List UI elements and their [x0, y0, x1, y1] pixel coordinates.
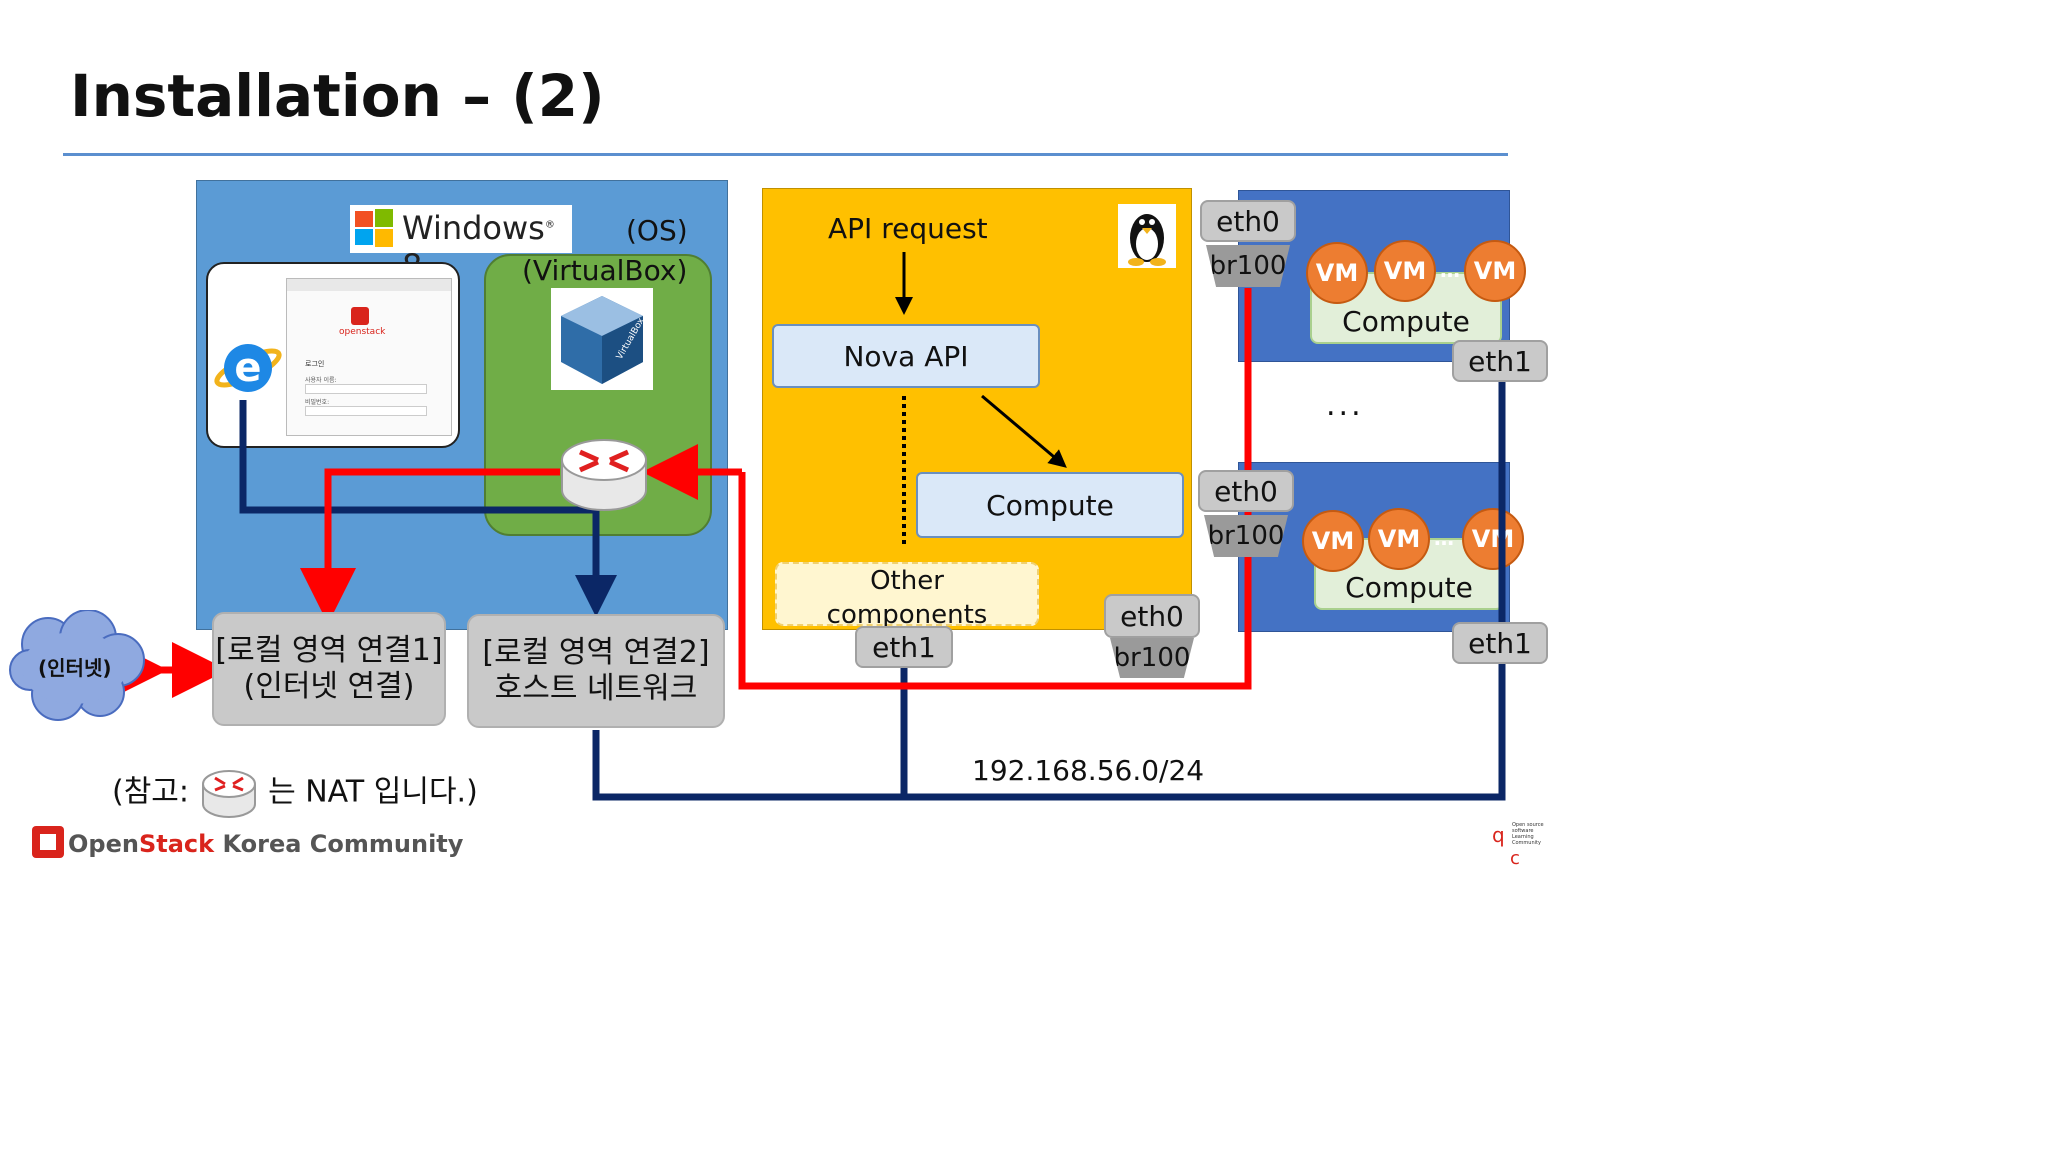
svg-text:c: c: [1510, 848, 1520, 868]
local-connection-1: [로컬 영역 연결1] (인터넷 연결): [212, 612, 446, 726]
linux-tux-icon: [1118, 204, 1176, 268]
local-connection-2: [로컬 영역 연결2] 호스트 네트워크: [467, 614, 725, 728]
subnet-label: 192.168.56.0/24: [972, 754, 1205, 787]
windows-logo: Windows® 8: [350, 205, 572, 285]
vm-circle: VM: [1374, 240, 1436, 302]
footer-community: Korea Community: [214, 830, 464, 858]
vm-circle: VM: [1306, 242, 1368, 304]
internet-cloud-icon: [9, 610, 145, 721]
network-lines: [112, 252, 1506, 801]
internet-explorer-icon: e: [214, 344, 282, 392]
slide-title: Installation – (2): [70, 62, 605, 130]
olc-logo-icon: q c: [1492, 823, 1520, 868]
more-nodes-ellipsis: ...: [1326, 388, 1364, 423]
openstack-logo-icon: [32, 826, 64, 858]
conn1-title: [로컬 영역 연결1]: [215, 633, 443, 668]
olc-logo-text: Open source software Learning Community: [1512, 822, 1544, 846]
controller-eth0: eth0: [1104, 594, 1200, 638]
nat-router-icon: [561, 439, 647, 511]
controller-compute-box: Compute: [916, 472, 1184, 538]
os-label: (OS): [626, 214, 688, 247]
windows-brand: Windows: [402, 209, 545, 247]
other-line1: Other: [870, 566, 944, 596]
login-heading: 로그인: [305, 360, 325, 368]
svg-text:e: e: [234, 345, 261, 391]
node2-eth1: eth1: [1452, 622, 1548, 664]
vm-ellipsis: …: [1434, 526, 1454, 550]
windows-flag-icon: [355, 209, 393, 247]
node2-eth0: eth0: [1198, 470, 1294, 512]
vm-circle: VM: [1462, 508, 1524, 570]
nova-api-box: Nova API: [772, 324, 1040, 388]
other-components-box: Other components: [775, 562, 1039, 630]
api-request-label: API request: [828, 212, 988, 245]
vm-circle: VM: [1368, 508, 1430, 570]
node1-br100: br100: [1206, 245, 1290, 287]
browser-window: e openstack 로그인 사용자 이름: 비밀번호:: [206, 262, 460, 448]
note-suffix: 는 NAT 입니다.): [268, 774, 478, 810]
note-prefix: (참고:: [112, 774, 190, 810]
footer-open: Open: [68, 830, 139, 858]
virtualbox-icon: VirtualBox: [551, 288, 653, 390]
username-label: 사용자 이름:: [305, 377, 337, 384]
conn1-subtitle: (인터넷 연결): [243, 669, 415, 704]
virtualbox-label: (VirtualBox): [522, 254, 688, 287]
svg-text:q: q: [1492, 823, 1505, 847]
controller-br100: br100: [1110, 638, 1194, 678]
conn2-subtitle: 호스트 네트워크: [494, 671, 698, 706]
other-line2: components: [826, 600, 988, 630]
node1-eth1: eth1: [1452, 340, 1548, 382]
node2-br100: br100: [1204, 515, 1288, 557]
vm-circle: VM: [1302, 510, 1364, 572]
conn2-title: [로컬 영역 연결2]: [482, 635, 710, 670]
password-field[interactable]: [305, 406, 427, 416]
browser-content: openstack 로그인 사용자 이름: 비밀번호:: [286, 278, 452, 436]
openstack-app-name: openstack: [339, 327, 386, 337]
title-rule: [63, 153, 1508, 156]
password-label: 비밀번호:: [305, 399, 330, 406]
footer-stack: Stack: [138, 830, 215, 858]
username-field[interactable]: [305, 384, 427, 394]
vm-ellipsis: …: [1440, 258, 1460, 282]
controller-eth1: eth1: [855, 626, 953, 668]
node1-eth0: eth0: [1200, 200, 1296, 242]
vm-circle: VM: [1464, 240, 1526, 302]
nat-note: (참고: 는 NAT 입니다.): [112, 766, 478, 820]
footer-brand: OpenStack Korea Community: [68, 830, 463, 858]
internet-label: (인터넷): [38, 656, 112, 680]
nat-router-icon: [201, 770, 256, 818]
